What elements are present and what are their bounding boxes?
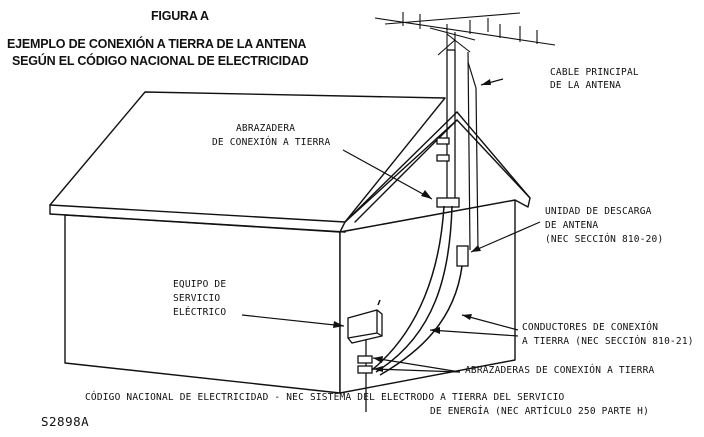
label-service-equipment-1: EQUIPO DE [173,279,227,290]
label-service-equipment-2: SERVICIO [173,293,221,304]
diagram-title-line-2: SEGÚN EL CÓDIGO NACIONAL DE ELECTRICIDAD [12,54,309,68]
label-discharge-unit-3: (NEC SECCIÓN 810-20) [545,234,664,245]
label-discharge-unit-2: DE ANTENA [545,220,599,231]
antenna-lead-in-cable [467,51,479,251]
antenna-elements [374,12,556,56]
label-ground-clamps: ABRAZADERAS DE CONEXIÓN A TIERRA [465,365,655,376]
grounding-conductors [371,205,463,376]
antenna-mast [436,49,460,208]
label-ground-clamp-1: ABRAZADERA [236,123,296,134]
leader-lines [241,78,541,373]
electrical-service [347,309,383,412]
figure-label: FIGURA A [151,9,209,23]
label-nec-electrode-system-2: DE ENERGÍA (NEC ARTÍCULO 250 PARTE H) [430,406,650,417]
label-nec-electrode-system-1: CÓDIGO NACIONAL DE ELECTRICIDAD - NEC SI… [85,392,565,403]
label-ground-clamp-2: DE CONEXIÓN A TIERRA [212,137,331,148]
label-main-cable-1: CABLE PRINCIPAL [550,67,639,78]
label-ground-conductors-1: CONDUCTORES DE CONEXIÓN [522,322,659,333]
figure-code: S2898A [41,414,90,429]
discharge-unit [456,245,469,267]
label-ground-conductors-2: A TIERRA (NEC SECCIÓN 810-21) [522,336,694,347]
diagram-title-line-1: EJEMPLO DE CONEXIÓN A TIERRA DE LA ANTEN… [7,37,307,51]
label-discharge-unit-1: UNIDAD DE DESCARGA [545,206,652,217]
label-service-equipment-3: ELÉCTRICO [173,307,227,318]
label-main-cable-2: DE LA ANTENA [550,80,622,91]
arrowheads [333,79,491,372]
